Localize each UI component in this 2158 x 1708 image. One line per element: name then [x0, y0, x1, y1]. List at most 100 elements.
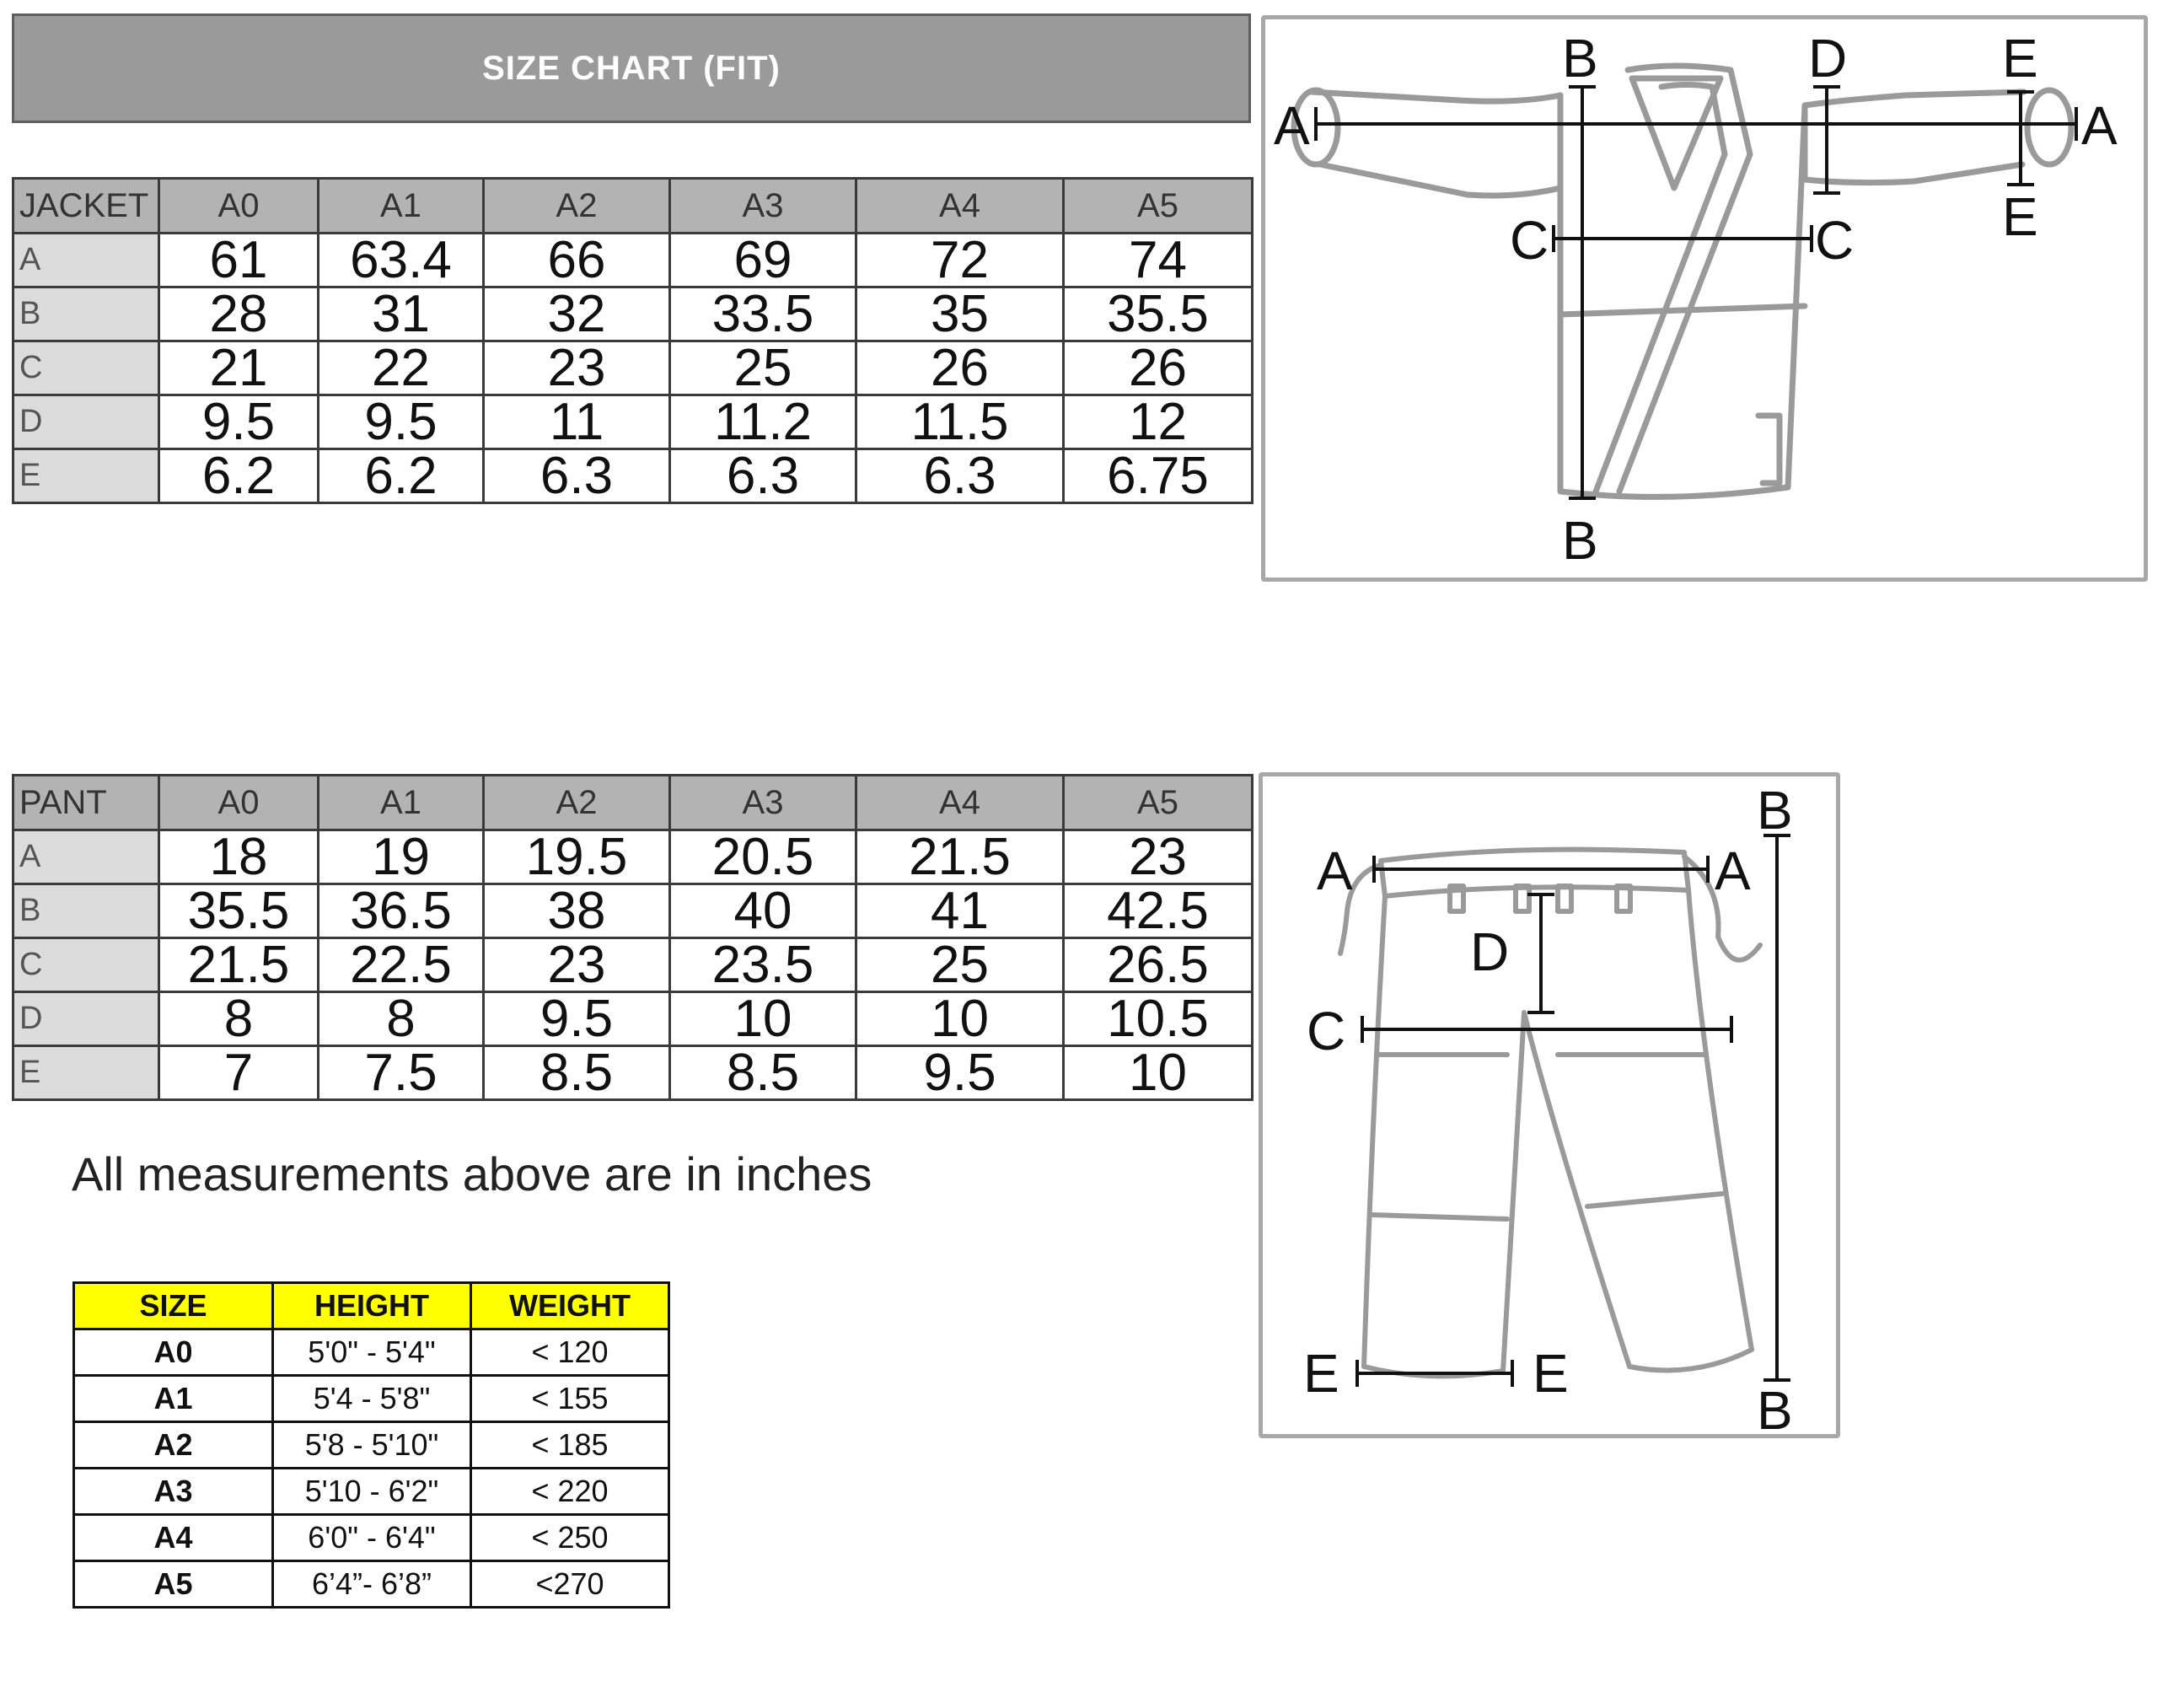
pant-corner-label: PANT [12, 774, 160, 831]
pant-cell: 35.5 [158, 883, 319, 939]
pant-cell: 10.5 [1062, 991, 1253, 1047]
pant-col-header: A2 [482, 774, 671, 831]
pant-cell: 26.5 [1062, 937, 1253, 993]
jacket-label-b-bottom: B [1562, 510, 1598, 571]
size-cell: A0 [72, 1328, 274, 1377]
jacket-belt-line [1557, 303, 1808, 318]
height-cell: 5'10 - 6'2" [271, 1467, 472, 1516]
size-height-weight-table: SIZE HEIGHT WEIGHT A0 5'0" - 5'4" < 120 … [72, 1281, 670, 1609]
pant-label-b-bottom: B [1757, 1380, 1793, 1434]
jacket-cell: 72 [855, 232, 1065, 288]
pant-cell: 42.5 [1062, 883, 1253, 939]
jacket-cell: 22 [317, 340, 485, 396]
jacket-cell: 61 [158, 232, 319, 288]
jacket-row-label: B [12, 286, 160, 342]
pant-cell: 36.5 [317, 883, 485, 939]
jacket-cell: 32 [482, 286, 671, 342]
jacket-cell: 23 [482, 340, 671, 396]
jacket-lapel-band [1616, 62, 1753, 495]
size-header-row: SIZE HEIGHT WEIGHT [72, 1281, 670, 1330]
jacket-cell: 31 [317, 286, 485, 342]
pant-cell: 10 [1062, 1045, 1253, 1101]
size-col-header: SIZE [72, 1281, 274, 1330]
pant-belt-loop [1447, 884, 1466, 914]
pant-knee-line [1585, 1191, 1725, 1209]
jacket-corner-label: JACKET [12, 177, 160, 234]
jacket-cell: 6.2 [158, 448, 319, 504]
pant-cell: 23 [482, 937, 671, 993]
pant-cell: 23.5 [668, 937, 857, 993]
table-row: C 21.5 22.5 23 23.5 25 26.5 [12, 937, 1253, 993]
jacket-cell: 28 [158, 286, 319, 342]
jacket-cell: 74 [1062, 232, 1253, 288]
pant-label-d: D [1470, 921, 1509, 982]
jacket-cell: 11 [482, 394, 671, 450]
size-cell: A4 [72, 1513, 274, 1562]
table-row: D 9.5 9.5 11 11.2 11.5 12 [12, 394, 1253, 450]
pant-cell: 23 [1062, 829, 1253, 885]
pant-cell: 9.5 [482, 991, 671, 1047]
table-row: B 28 31 32 33.5 35 35.5 [12, 286, 1253, 342]
table-row: A4 6'0" - 6'4" < 250 [72, 1513, 670, 1562]
height-col-header: HEIGHT [271, 1281, 472, 1330]
jacket-lapel-band-inner [1592, 82, 1728, 495]
jacket-diagram-panel: A A B B C C D E E [1261, 15, 2148, 582]
jacket-row-label: D [12, 394, 160, 450]
pant-cell: 38 [482, 883, 671, 939]
size-cell: A1 [72, 1374, 274, 1423]
jacket-cell: 6.3 [855, 448, 1065, 504]
pant-col-header: A1 [317, 774, 485, 831]
pant-cell: 10 [855, 991, 1065, 1047]
pant-cell: 19.5 [482, 829, 671, 885]
jacket-diagram: A A B B C C D E E [1274, 28, 2118, 571]
pant-label-c: C [1307, 1001, 1345, 1061]
pant-label-a-right: A [1715, 841, 1751, 901]
pant-cell: 8.5 [482, 1045, 671, 1101]
pant-cell: 8.5 [668, 1045, 857, 1101]
jacket-cell: 6.3 [482, 448, 671, 504]
jacket-cell: 6.2 [317, 448, 485, 504]
jacket-right-sleeve-outline [1801, 89, 2027, 186]
jacket-cell: 26 [855, 340, 1065, 396]
jacket-row-label: E [12, 448, 160, 504]
table-row: A0 5'0" - 5'4" < 120 [72, 1328, 670, 1377]
jacket-header-row: JACKET A0 A1 A2 A3 A4 A5 [12, 177, 1253, 234]
height-cell: 5'0" - 5'4" [271, 1328, 472, 1377]
pant-label-b-top: B [1757, 780, 1793, 841]
pant-col-header: A4 [855, 774, 1065, 831]
pant-row-label: D [12, 991, 160, 1047]
pant-table: PANT A0 A1 A2 A3 A4 A5 A 18 19 19.5 20.5… [12, 774, 1253, 1101]
weight-cell: < 120 [470, 1328, 670, 1377]
jacket-label-e-top: E [2002, 28, 2038, 89]
pant-belt-loop [1614, 884, 1633, 914]
jacket-cell: 12 [1062, 394, 1253, 450]
pant-cell: 21.5 [855, 829, 1065, 885]
height-cell: 6’4”- 6’8” [271, 1560, 472, 1609]
pant-cell: 18 [158, 829, 319, 885]
jacket-belt-loop [1755, 412, 1783, 486]
jacket-label-e-bottom: E [2002, 186, 2038, 247]
pant-col-header: A0 [158, 774, 319, 831]
weight-cell: < 155 [470, 1374, 670, 1423]
pant-label-e-left: E [1303, 1343, 1339, 1404]
height-cell: 5'8 - 5'10" [271, 1421, 472, 1469]
jacket-left-sleeve-outline [1308, 89, 1564, 199]
pant-cell: 8 [317, 991, 485, 1047]
table-row: A1 5'4 - 5'8" < 155 [72, 1374, 670, 1423]
jacket-col-header: A5 [1062, 177, 1253, 234]
jacket-cell: 26 [1062, 340, 1253, 396]
pant-label-a-left: A [1317, 841, 1353, 901]
pant-diagram-panel: A A B B C D E E [1259, 772, 1840, 1438]
pant-row-label: B [12, 883, 160, 939]
size-cell: A5 [72, 1560, 274, 1609]
jacket-label-c-left: C [1510, 210, 1549, 271]
jacket-col-header: A1 [317, 177, 485, 234]
size-cell: A3 [72, 1467, 274, 1516]
jacket-cell: 33.5 [668, 286, 857, 342]
pant-knee-line [1370, 1212, 1510, 1222]
jacket-col-header: A4 [855, 177, 1065, 234]
jacket-label-d: D [1808, 28, 1847, 89]
weight-cell: < 185 [470, 1421, 670, 1469]
pant-cell: 8 [158, 991, 319, 1047]
jacket-cell: 63.4 [317, 232, 485, 288]
